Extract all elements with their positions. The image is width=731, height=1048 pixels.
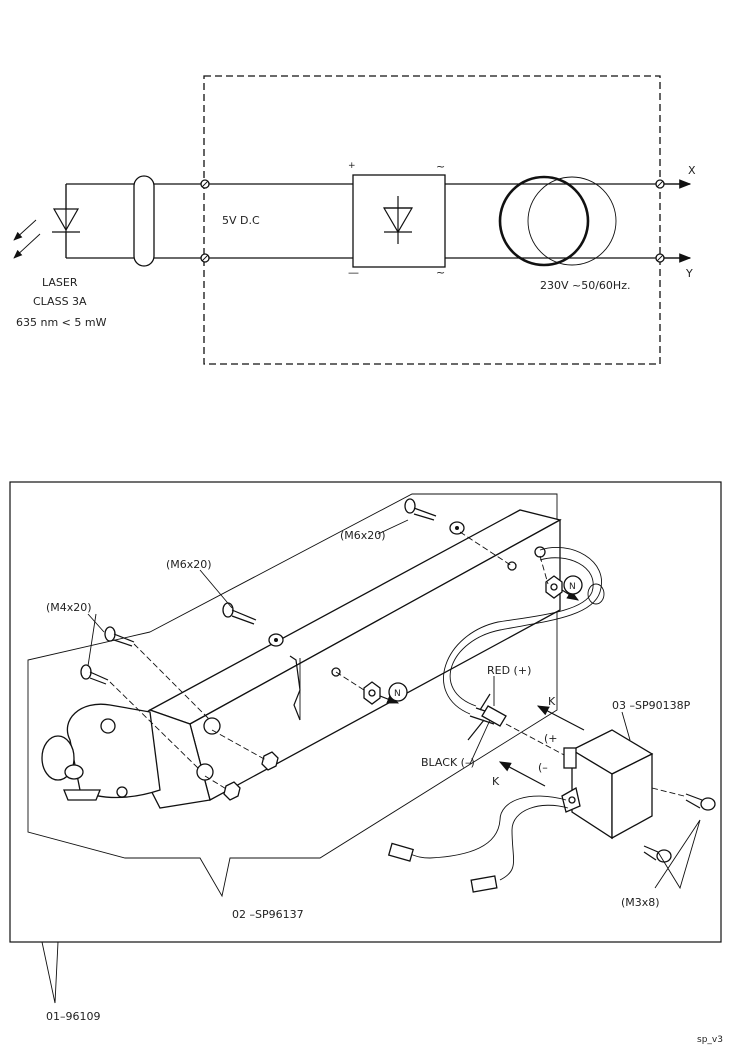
wire-red-label: RED (+): [487, 664, 531, 677]
transformer-block: [561, 729, 654, 840]
assembly-leader: [41, 941, 59, 1004]
terminal-y-label: Y: [685, 267, 693, 280]
housing-callout-outline: [27, 493, 558, 898]
wiring-schematic: LASER CLASS 3A 635 nm < 5 mW 5V D.C + — …: [13, 75, 696, 365]
k-arrow-2-label: K: [492, 775, 500, 788]
laser-label-1: LASER: [42, 276, 78, 289]
nut-marker-1: N: [569, 582, 576, 592]
screw-m6-top: [404, 498, 465, 535]
tilde-bottom: ~: [436, 266, 445, 279]
nut-top: [545, 575, 563, 599]
screw-m6-top-label: (M6x20): [340, 529, 386, 542]
nut-side-2: [223, 781, 241, 801]
screw-m4-label: (M4x20): [46, 601, 92, 614]
laser-label-2: CLASS 3A: [33, 295, 87, 308]
tilde-top: ~: [436, 160, 445, 173]
laser-diode-symbol: [13, 184, 80, 259]
wire-black-label: BLACK (–): [421, 756, 475, 769]
lead-wires: [467, 693, 567, 757]
screw-m4-lower: [80, 664, 109, 685]
supply-label: 230V ~50/60Hz.: [540, 279, 630, 292]
screw-m6-left-label: (M6x20): [166, 558, 212, 571]
minus-sign: —: [348, 266, 359, 279]
nut-mid: [363, 681, 381, 705]
screw-m3-label: (M3x8): [621, 896, 660, 909]
cable-capsule: [133, 175, 155, 267]
transformer-symbol: [498, 175, 617, 267]
laser-label-3: 635 nm < 5 mW: [16, 316, 107, 329]
dc-voltage-label: 5V D.C: [222, 214, 260, 227]
terminal-x-label: X: [688, 164, 696, 177]
exploded-assembly: N N K K: [9, 481, 722, 1023]
housing-part-label: 02 –SP96137: [232, 908, 304, 921]
enclosure-boundary: [203, 75, 661, 365]
screw-m6-left: [222, 602, 284, 647]
screw-m4-upper: [104, 626, 135, 647]
output-leads: [387, 795, 569, 893]
pol-plus: (+: [544, 732, 558, 745]
nut-side-1: [261, 751, 279, 771]
k-arrow-1-label: K: [548, 695, 556, 708]
screw-m3-right: [685, 793, 716, 811]
laser-rail-housing: [119, 509, 562, 809]
nut-marker-circle-1: [563, 575, 583, 595]
transformer-part-label: 03 –SP90138P: [612, 699, 691, 712]
nut-marker-2: N: [394, 689, 401, 699]
rectifier-block: [352, 174, 446, 268]
laser-head: [41, 703, 161, 801]
assembly-part-label: 01–96109: [46, 1010, 101, 1023]
screw-m3-lower: [643, 845, 672, 863]
assembly-frame: [9, 481, 722, 943]
sheet-code: sp_v3: [697, 1035, 723, 1045]
nut-marker-circle-2: [388, 682, 408, 702]
plus-sign: +: [348, 161, 356, 171]
cable-loop: [443, 546, 605, 715]
pol-minus: (–: [538, 761, 548, 774]
